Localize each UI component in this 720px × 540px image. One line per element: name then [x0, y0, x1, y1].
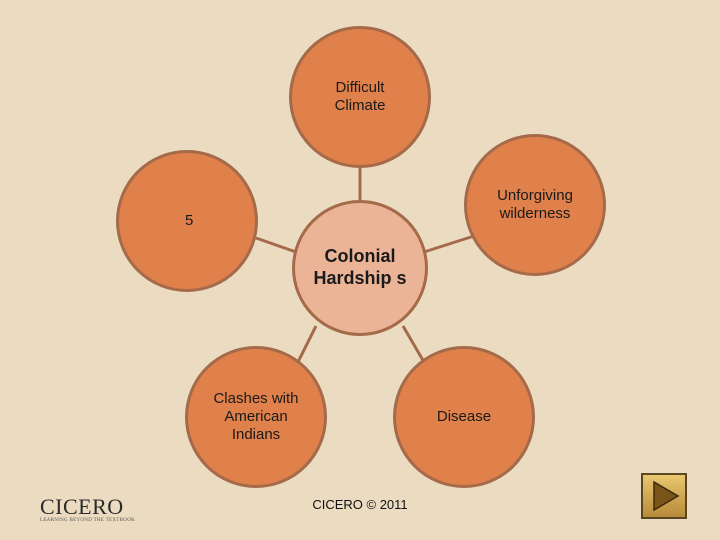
connector-left [255, 236, 297, 254]
node-label: Difficult Climate [334, 79, 386, 114]
play-triangle-icon [653, 480, 680, 512]
connector-bottom-left [296, 325, 318, 363]
node-difficult-climate: Difficult Climate [289, 26, 431, 168]
node-clashes-american-indians: Clashes with American Indians [185, 346, 327, 488]
connector-bottom-right [401, 325, 426, 363]
node-label: Clashes with American Indians [213, 390, 299, 443]
next-slide-button[interactable] [641, 473, 687, 519]
footer-copyright: CICERO © 2011 [312, 497, 408, 512]
node-label: Unforgiving wilderness [497, 187, 573, 222]
node-left: 5 [116, 150, 258, 292]
center-label: Colonial Hardship s [313, 246, 407, 288]
logo-name: CICERO [40, 494, 124, 519]
logo-tagline: LEARNING BEYOND THE TEXTBOOK [40, 518, 136, 523]
connector-right [423, 234, 475, 254]
cicero-logo: CICERO LEARNING BEYOND THE TEXTBOOK [40, 494, 135, 523]
node-colonial-hardships: Colonial Hardship s [292, 200, 428, 336]
node-unforgiving-wilderness: Unforgiving wilderness [464, 134, 606, 276]
node-label: Disease [436, 408, 492, 425]
node-label: 5 [185, 212, 194, 229]
node-disease: Disease [393, 346, 535, 488]
